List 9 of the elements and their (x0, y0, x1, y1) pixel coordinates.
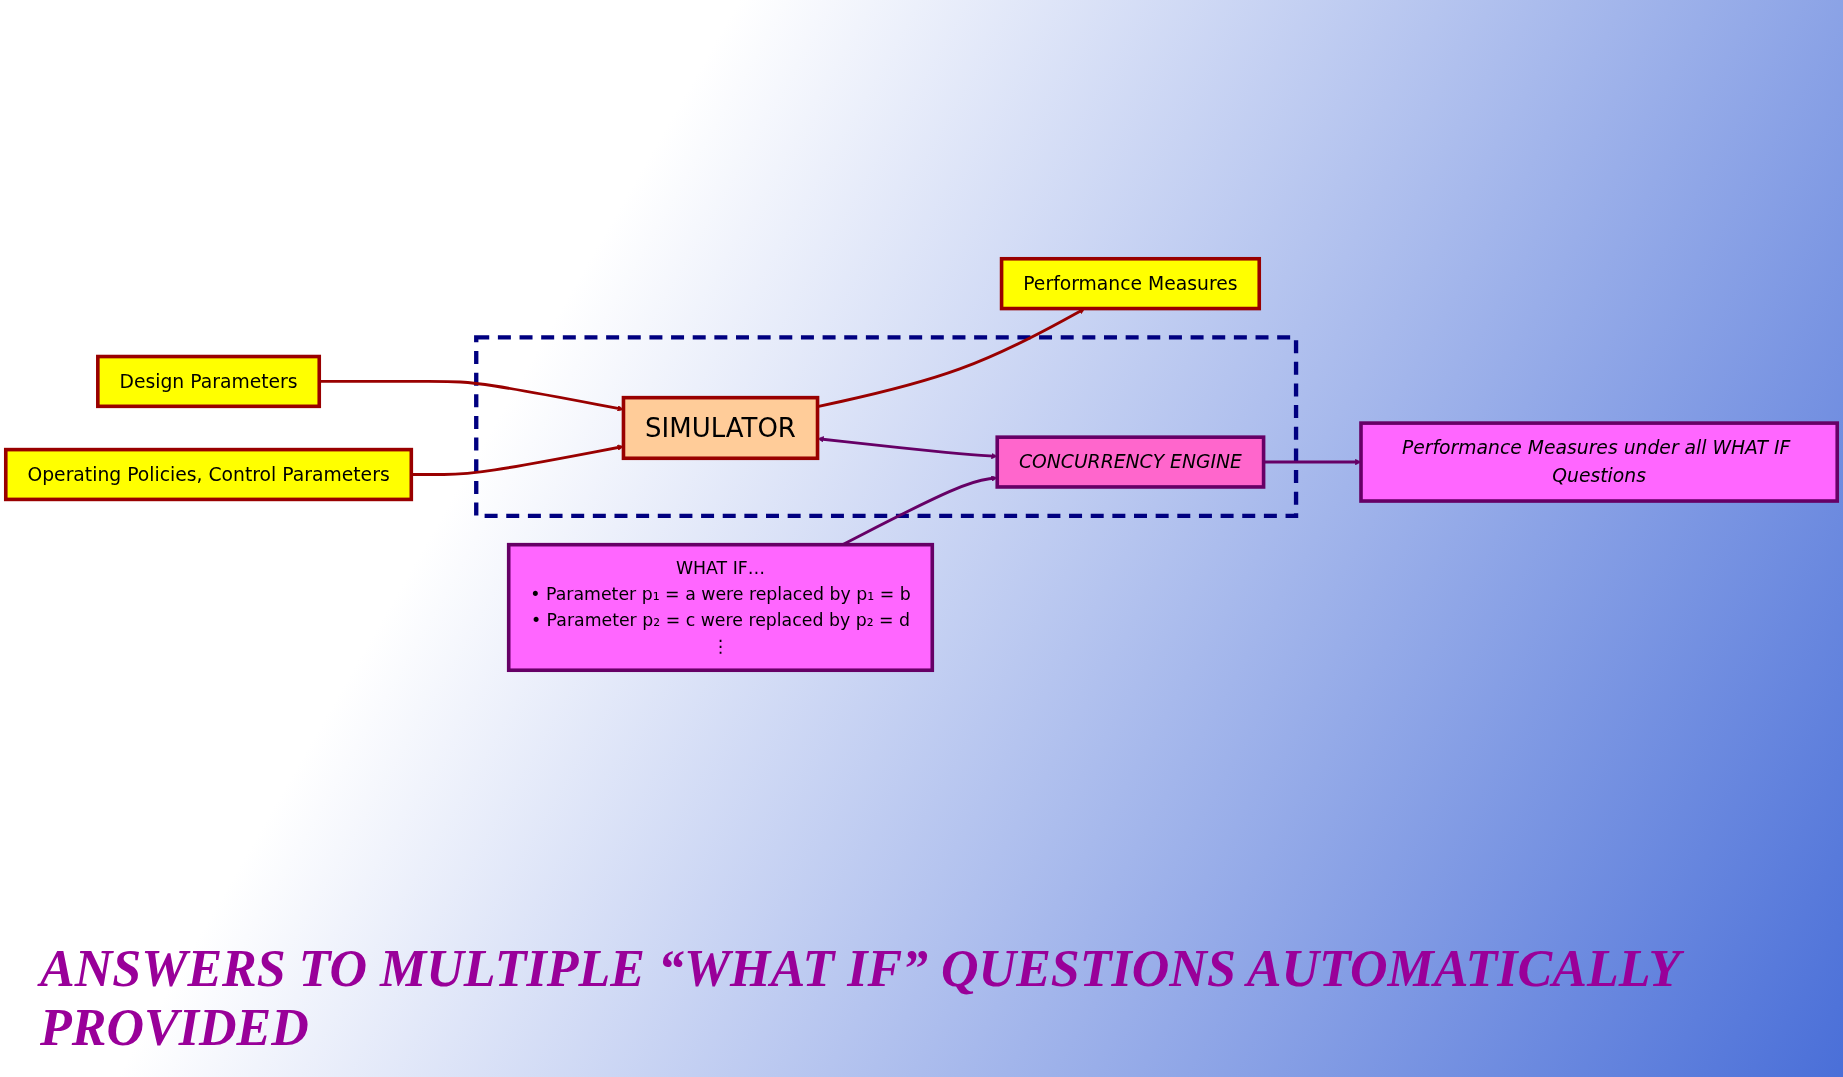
caption: ANSWERS TO MULTIPLE “WHAT IF” QUESTIONS AUTOMATICALLY PROVIDED (0, 929, 1843, 1077)
node-box: Design Parameters (96, 354, 322, 409)
node-box: Performance Measures under all WHAT IF Questions (1359, 421, 1840, 503)
node-box: WHAT IF… • Parameter p₁ = a were replaced by p₁ = b • Parameter p₂ = c were replaced by p₂ = d ⋮ (506, 542, 935, 673)
node-box: Performance Measures (999, 256, 1262, 311)
node-box: CONCURRENCY ENGINE (995, 435, 1266, 489)
node-box: SIMULATOR (621, 395, 820, 461)
cluster (474, 335, 1299, 518)
node-box: Operating Policies, Control Parameters (3, 447, 414, 502)
